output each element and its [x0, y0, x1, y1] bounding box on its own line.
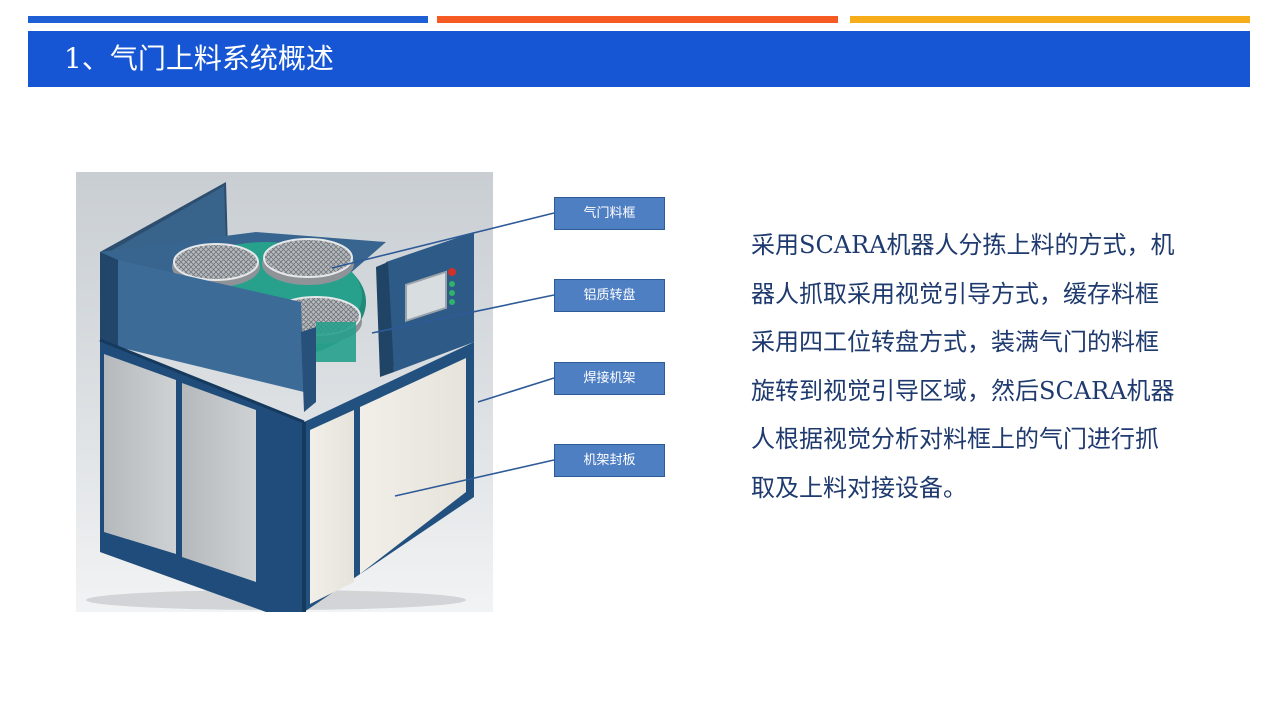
description-line: 取及上料对接设备。: [751, 473, 967, 502]
callout-welded-frame: 焊接机架: [554, 362, 665, 395]
description-line: 采用SCARA机器人分拣上料的方式，机: [751, 231, 1175, 259]
equipment-illustration: [76, 172, 493, 612]
top-accent-stripe-orange: [437, 16, 838, 23]
description-line: 人根据视觉分析对料框上的气门进行抓: [751, 425, 1159, 453]
callout-aluminum-turntable: 铝质转盘: [554, 279, 665, 312]
slide-title: 1、气门上料系统概述: [64, 42, 334, 75]
callout-frame-cover-plate: 机架封板: [554, 444, 665, 477]
top-accent-stripe-yellow: [850, 16, 1250, 23]
description-line: 器人抓取采用视觉引导方式，缓存料框: [751, 279, 1159, 308]
description-text: 采用SCARA机器人分拣上料的方式，机 器人抓取采用视觉引导方式，缓存料框 采用…: [751, 221, 1231, 512]
callout-valve-basket: 气门料框: [554, 197, 665, 230]
description-line: 旋转到视觉引导区域，然后SCARA机器: [751, 376, 1175, 405]
description-line: 采用四工位转盘方式，装满气门的料框: [751, 328, 1159, 356]
title-bar: 1、气门上料系统概述: [28, 31, 1250, 87]
top-accent-stripe-blue: [28, 16, 428, 23]
